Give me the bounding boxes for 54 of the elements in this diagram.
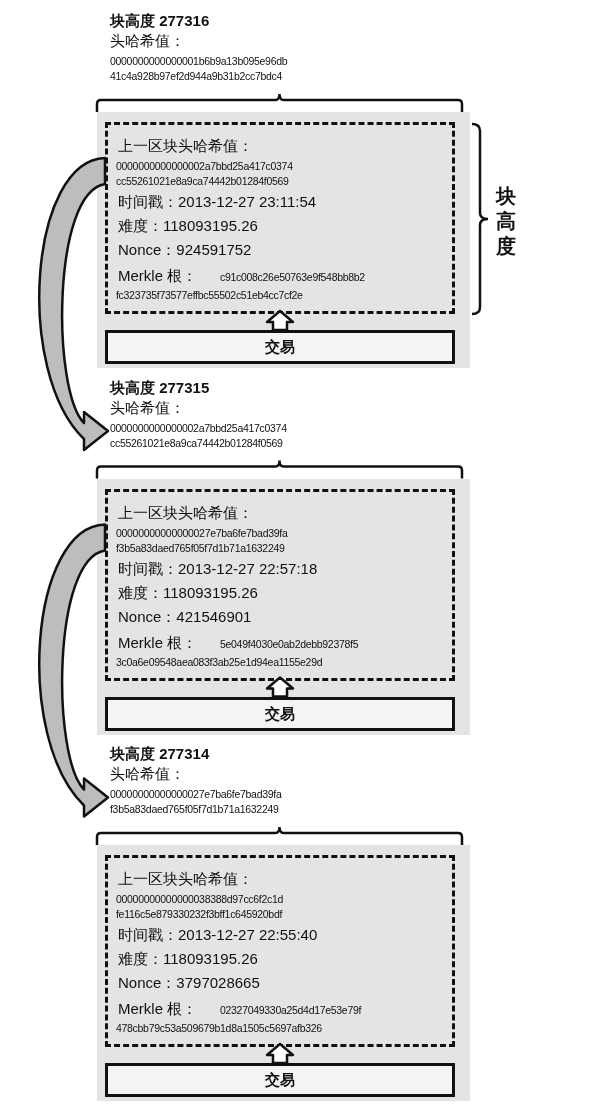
hash-value: cc55261021e8a9ca74442b01284f0569 [110, 435, 283, 450]
block-header-box [105, 488, 455, 681]
hash-value: f3b5a83daed765f05f7d1b71a1632249 [110, 802, 279, 816]
block-height-text: 块高度 277314 [110, 745, 210, 763]
hash-value: c91c008c26e50763e9f548bb8b2 [220, 270, 365, 284]
field-label: 上一区块头哈希值： [118, 137, 253, 155]
hash-value: 0000000000000002a7bbd25a417c0374 [110, 420, 287, 435]
field-text: 时间戳：2013-12-27 22:57:18 [118, 559, 318, 578]
hash-value: fe116c5e879330232f3bff1c645920bdf [116, 907, 283, 921]
field-text: Nonce：421546901 [118, 607, 252, 626]
block-panel [97, 478, 470, 735]
arrow [38, 523, 110, 818]
field-text: 时间戳：2013-12-27 23:11:54 [118, 193, 317, 211]
field-text: 时间戳：2013-12-27 22:55:40 [118, 926, 318, 944]
field-text: 难度：118093195.26 [118, 583, 258, 602]
arrow [265, 309, 295, 332]
block-header-box [105, 855, 455, 1047]
field-label: Merkle 根： [118, 1000, 198, 1018]
hash-value: fc323735f73577effbc55502c51eb4cc7cf2e [116, 288, 303, 302]
transactions-box: 交易 [105, 1063, 455, 1097]
arrow [265, 676, 295, 698]
hash-value: cc55261021e8a9ca74442b01284f0569 [116, 174, 289, 188]
transactions-box: 交易 [105, 330, 455, 364]
field-label: 头哈希值： [110, 765, 185, 783]
block-header-box [105, 122, 455, 314]
block-height-text: 块高度 277316 [110, 12, 210, 30]
field-label: 上一区块头哈希值： [118, 503, 253, 522]
block-panel [97, 845, 470, 1101]
field-label: 头哈希值： [110, 398, 185, 417]
field-text: Nonce：924591752 [118, 241, 252, 259]
hash-value: 0000000000000002a7bbd25a417c0374 [116, 159, 293, 173]
field-label: Merkle 根： [118, 633, 198, 652]
hash-value: f3b5a83daed765f05f7d1b71a1632249 [116, 540, 285, 555]
hash-value: 478cbb79c53a509679b1d8a1505c5697afb326 [116, 1021, 322, 1035]
hash-value: 00000000000000038388d97cc6f2c1d [116, 892, 284, 906]
field-label: 头哈希值： [110, 32, 185, 50]
field-text: Nonce：3797028665 [118, 974, 260, 992]
field-text: 难度：118093195.26 [118, 217, 258, 235]
hash-value: 5e049f4030e0ab2debb92378f5 [220, 636, 359, 651]
hash-value: 41c4a928b97ef2d944a9b31b2cc7bdc4 [110, 69, 282, 83]
hash-value: 0000000000000001b6b9a13b095e96db [110, 54, 288, 68]
block-height-text: 块高度 277315 [110, 378, 210, 397]
hash-value: 3c0a6e09548aea083f3ab25e1d94ea1155e29d [116, 654, 323, 669]
hash-value: 02327049330a25d4d17e53e79f [220, 1003, 362, 1017]
hash-value: 00000000000000027e7ba6fe7bad39fa [110, 787, 282, 801]
field-label: Merkle 根： [118, 267, 198, 285]
field-text: 难度：118093195.26 [118, 950, 258, 968]
field-label: 上一区块头哈希值： [118, 870, 253, 888]
side-label: 块高度 [496, 184, 517, 259]
hash-value: 00000000000000027e7ba6fe7bad39fa [116, 525, 288, 540]
block-panel [97, 112, 470, 368]
arrow [265, 1042, 295, 1065]
transactions-box: 交易 [105, 696, 455, 731]
arrow [38, 156, 110, 452]
